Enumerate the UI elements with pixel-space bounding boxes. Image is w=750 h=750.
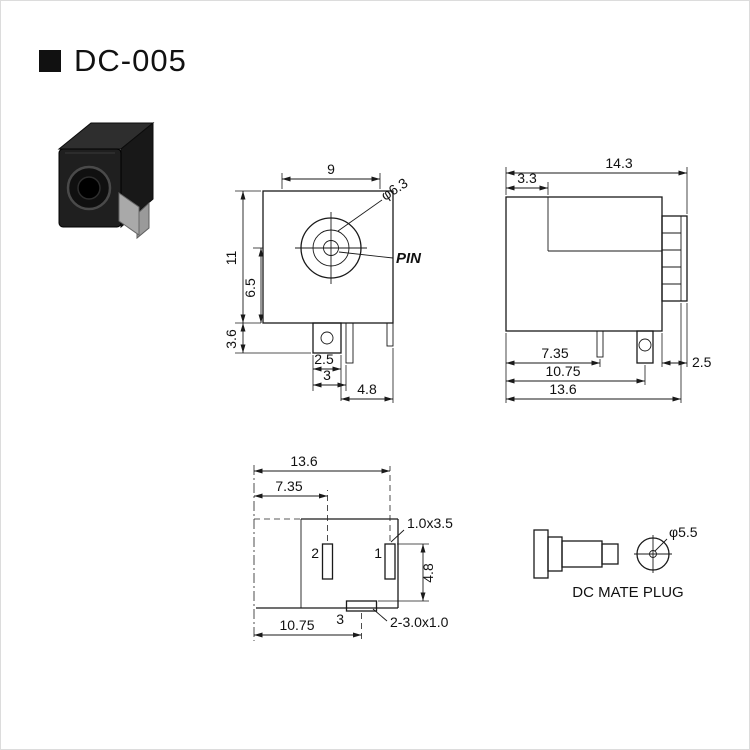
photo-solder-lug xyxy=(118,192,140,236)
pin3-pad xyxy=(345,600,378,612)
plug-flange-1 xyxy=(533,529,549,579)
leader-line xyxy=(654,538,668,552)
hole-dia-label: φ6.3 xyxy=(378,174,411,203)
dim-text-pin-offset: 3 xyxy=(323,367,331,383)
leader-line xyxy=(390,529,405,543)
pin-callout-label: PIN xyxy=(396,250,422,267)
connector-photo xyxy=(57,121,155,240)
dim-text-row-gap: 4.8 xyxy=(420,563,436,583)
pin1-pad xyxy=(384,543,396,580)
pin1-number: 1 xyxy=(374,545,382,561)
pin2-pad xyxy=(321,543,334,580)
dim-text-height: 11 xyxy=(223,251,239,266)
dim-text-body: 13.6 xyxy=(549,381,576,397)
leader-line xyxy=(372,608,388,622)
dim-text-flange: 3.3 xyxy=(517,170,537,186)
front-tab-hole xyxy=(320,331,334,345)
dim-text-pin-span: 4.8 xyxy=(357,381,377,397)
front-pin-a xyxy=(345,322,354,364)
mate-plug-view: φ5.5 DC MATE PLUG xyxy=(533,524,698,601)
dim-text-center-height: 6.5 xyxy=(242,278,258,298)
dim-text-pin2-pos: 7.35 xyxy=(275,478,302,494)
dim-text-pin3: 10.75 xyxy=(545,363,580,379)
plug-dia-label: φ5.5 xyxy=(669,524,698,540)
plug-tip-hatched xyxy=(601,543,619,565)
photo-jack-hole xyxy=(77,176,101,200)
front-body-outline xyxy=(262,190,394,324)
front-view: 9 11 6.5 3.6 2.5 3 4.8 φ6.3 xyxy=(223,161,422,403)
dim-text-tab-height: 3.6 xyxy=(223,329,239,349)
leader-line xyxy=(337,199,383,232)
pin-size-label: 1.0x3.5 xyxy=(407,515,453,531)
pin2-number: 2 xyxy=(311,545,319,561)
leader-line xyxy=(338,251,394,259)
dim-text-pin3-pos: 10.75 xyxy=(279,617,314,633)
plug-flange-2 xyxy=(547,536,563,572)
front-mount-tab xyxy=(312,322,342,354)
side-tab-hole xyxy=(638,338,652,352)
front-pin-b xyxy=(386,322,394,347)
part-title-row: DC-005 xyxy=(39,43,187,79)
dim-text-tab-width: 2.5 xyxy=(314,351,334,367)
side-body-outline xyxy=(505,196,663,332)
side-barrel xyxy=(661,215,688,302)
plug-barrel xyxy=(561,540,603,568)
plug-caption: DC MATE PLUG xyxy=(572,584,683,601)
side-view: 14.3 3.3 7.35 2.5 10.75 13.6 xyxy=(505,155,712,403)
dim-text-barrel: 2.5 xyxy=(692,354,712,370)
dim-text-width: 9 xyxy=(327,161,335,177)
dim-text-pin1: 7.35 xyxy=(541,345,568,361)
dim-text-length: 13.6 xyxy=(290,453,317,469)
bottom-view: 13.6 7.35 10.75 2 1 3 1.0x3.5 4.8 2-3.0x… xyxy=(253,453,453,641)
side-mount-tab xyxy=(636,330,654,364)
side-pin-thin xyxy=(596,330,604,358)
bullet-square-icon xyxy=(39,50,61,72)
part-number-title: DC-005 xyxy=(74,43,187,78)
pin3-size-label: 2-3.0x1.0 xyxy=(390,614,449,630)
dim-text-overall: 14.3 xyxy=(605,155,632,171)
pin3-number: 3 xyxy=(336,611,344,627)
